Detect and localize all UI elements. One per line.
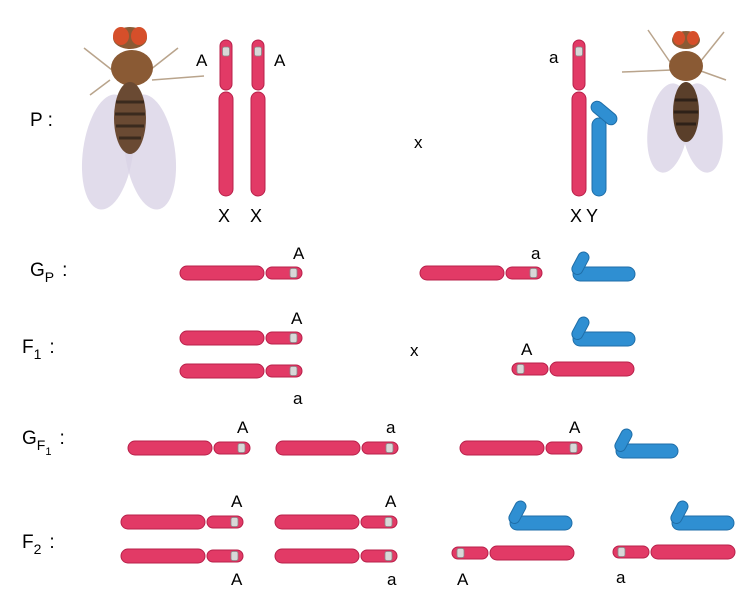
f1-male-x-chromosome — [512, 362, 634, 376]
f2-male1-y-chromosome — [507, 499, 572, 530]
female-x-chromosome-2 — [251, 40, 265, 196]
f1-male-y-chromosome — [570, 315, 635, 346]
gf1-gamete-x-chromosome-3 — [460, 441, 582, 455]
p-male-sex-chromosome-x: X — [570, 206, 582, 226]
gf1-gamete-y-chromosome — [613, 427, 678, 458]
gp-female-gamete-chromosome — [180, 266, 302, 280]
f1-female-x-chromosome-2 — [180, 364, 302, 378]
f2-female2-x-chromosome-2 — [275, 549, 397, 563]
f1-male-allele: A — [521, 340, 533, 359]
f2-female1-x-chromosome-2 — [121, 549, 243, 563]
gp-male-gamete-y-chromosome — [570, 250, 635, 281]
gf1-gamete-x-chromosome-1 — [128, 441, 250, 455]
f2-female1-x-chromosome-1 — [121, 515, 243, 529]
male-fly-icon — [622, 30, 728, 175]
f2-male2-x-chromosome — [613, 545, 735, 559]
f2-male2-allele: a — [616, 568, 626, 587]
p-male-allele: a — [549, 48, 559, 67]
p-generation-label: P : — [30, 110, 53, 131]
male-x-chromosome — [572, 40, 586, 196]
p-female-sex-chromosome-2: X — [250, 206, 262, 226]
gp-generation-label: GP: — [30, 260, 67, 285]
f1-female-allele-2: a — [293, 389, 303, 408]
female-x-chromosome-1 — [219, 40, 233, 196]
f1-generation-label: F1: — [22, 337, 55, 362]
f2-female1-allele-2: A — [231, 570, 243, 589]
f2-female2-allele-1: A — [385, 492, 397, 511]
f1-female-x-chromosome-1 — [180, 331, 302, 345]
f2-male1-x-chromosome — [452, 546, 574, 560]
male-y-chromosome — [589, 99, 620, 196]
f1-cross-symbol: x — [410, 341, 419, 360]
gf1-gamete-allele-3: A — [569, 418, 581, 437]
gp-male-gamete-allele: a — [531, 244, 541, 263]
p-female-allele-1: A — [196, 51, 208, 70]
p-cross-symbol: x — [414, 133, 423, 152]
p-female-sex-chromosome-1: X — [218, 206, 230, 226]
gp-female-gamete-allele: A — [293, 244, 305, 263]
f2-female2-x-chromosome-1 — [275, 515, 397, 529]
gf1-gamete-allele-2: a — [386, 418, 396, 437]
gf1-gamete-x-chromosome-2 — [276, 441, 398, 455]
gp-male-gamete-x-chromosome — [420, 266, 542, 280]
f2-generation-label: F2: — [22, 532, 55, 557]
gf1-gamete-allele-1: A — [237, 418, 249, 437]
female-fly-icon — [75, 27, 204, 213]
p-male-sex-chromosome-y: Y — [586, 206, 598, 226]
p-female-allele-2: A — [274, 51, 286, 70]
f2-male1-allele: A — [457, 570, 469, 589]
f2-female1-allele-1: A — [231, 492, 243, 511]
f2-male2-y-chromosome — [669, 499, 734, 530]
f2-female2-allele-2: a — [387, 570, 397, 589]
gf1-generation-label: GF1: — [22, 428, 65, 458]
f1-female-allele-1: A — [291, 309, 303, 328]
